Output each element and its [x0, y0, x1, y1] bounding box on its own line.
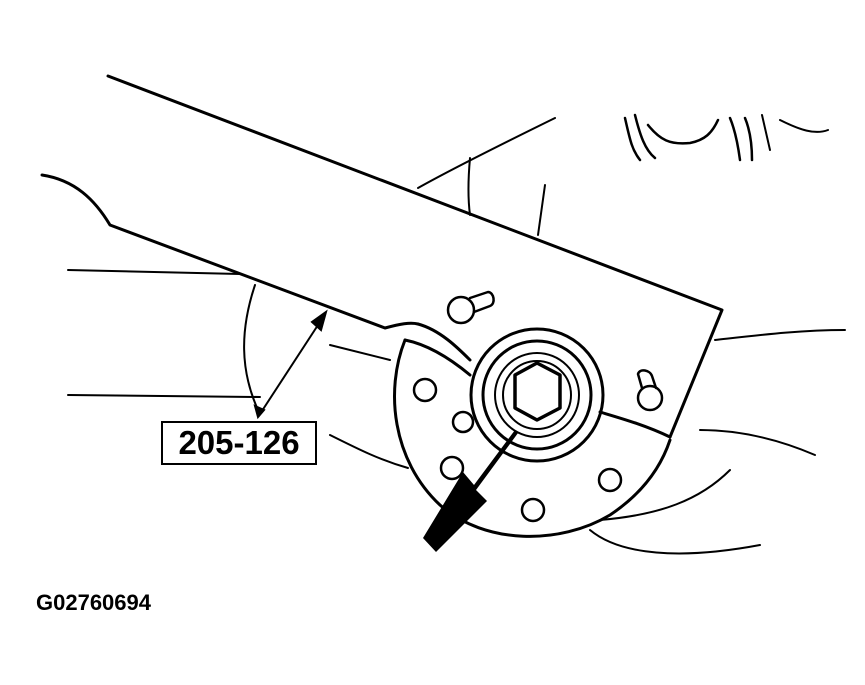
bolt-hole	[451, 410, 475, 434]
hex-nut	[513, 361, 562, 422]
stud-shank	[468, 290, 495, 314]
housing-outline	[67, 114, 846, 555]
tool-number-callout: 205-126	[161, 421, 317, 465]
studs	[446, 290, 664, 412]
callout-leader	[253, 309, 328, 420]
hub-nut	[469, 327, 605, 463]
stud	[636, 384, 664, 412]
bolt-holes	[412, 377, 623, 523]
bolt-hole	[520, 497, 546, 523]
bolt-hole	[412, 377, 438, 403]
flange-plate	[393, 338, 672, 538]
tool-handle	[40, 74, 724, 439]
stud-shank	[636, 369, 658, 390]
figure-id: G02760694	[36, 590, 151, 615]
bracket-detail	[623, 113, 754, 162]
bolt-hole	[439, 455, 465, 481]
bolt-hole	[597, 467, 623, 493]
stud	[446, 295, 476, 325]
pointer-arrow	[423, 430, 518, 552]
